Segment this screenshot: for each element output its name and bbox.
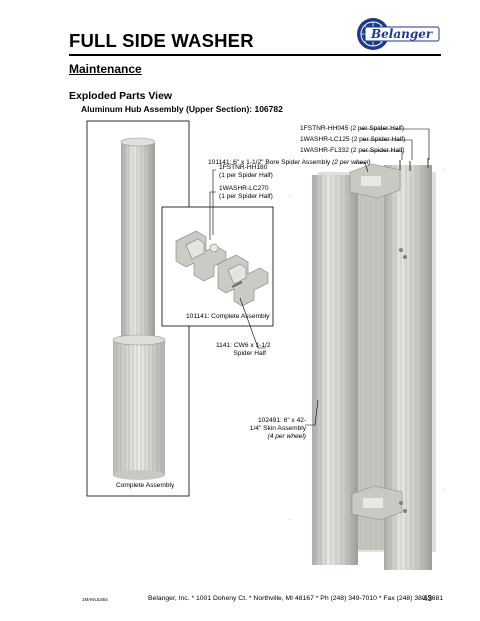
belanger-logo: Belanger <box>351 16 443 52</box>
callout-fstnr-hh045: 1FSTNR-HH045 (2 per Spider Half) <box>300 125 405 132</box>
svg-text:—: — <box>442 487 445 491</box>
page-title: FULL SIDE WASHER <box>69 30 254 51</box>
callout-fstnr-hh180: 1FSTNR-HH180 <box>219 164 268 171</box>
callout-washr-lc125: 1WASHR-LC125 (2 per Spider Half) <box>300 136 406 143</box>
callout-complete-assembly: Complete Assembly <box>116 482 175 489</box>
assembly-heading: Aluminum Hub Assembly (Upper Section): 1… <box>81 104 283 114</box>
logo-emblem-icon <box>357 18 440 50</box>
callout-cw6-line1: 1141: CW6 x 1-1/2 <box>216 342 271 349</box>
footer-doc-code: 1MANUL854 <box>82 597 108 602</box>
callout-washr-lc270: 1WASHR-LC270 <box>219 185 269 192</box>
footer-company: Belanger, Inc. * 1001 Doheny Ct. * North… <box>148 595 444 602</box>
svg-text:—: — <box>288 194 291 198</box>
svg-text:—: — <box>442 167 445 171</box>
subheading: Exploded Parts View <box>69 90 173 102</box>
callout-skin-line1: 102491: 6" x 42- <box>258 417 307 424</box>
spider-halves-illustration <box>175 230 269 307</box>
callout-skin-line2: 1/4" Skin Assembly <box>249 425 306 432</box>
callout-skin-qty: (4 per wheel) <box>267 433 306 440</box>
callout-washr-lc270-qty: (1 per Spider Half) <box>219 193 273 200</box>
complete-hub-illustration <box>112 137 166 480</box>
logo-wordmark: Belanger <box>371 27 433 41</box>
callout-bore-spider: 101141: 6" x 1-1/2" Bore Spider Assembly… <box>208 159 371 167</box>
section-title: Maintenance <box>69 62 142 76</box>
exploded-hub-illustration <box>312 158 436 570</box>
svg-text:—: — <box>288 517 291 521</box>
page-number: 43 <box>423 594 432 603</box>
callout-spider-complete: 101141: Complete Assembly <box>186 313 270 320</box>
callout-washr-fl332: 1WASHR-FL332 (2 per Spider Half) <box>300 147 405 154</box>
callout-fstnr-hh180-qty: (1 per Spider Half) <box>219 172 273 179</box>
spider-assembly-frame <box>161 206 274 327</box>
header-rule <box>69 54 441 56</box>
callout-cw6-line2: Spider Half <box>233 350 266 357</box>
callout-bore-spider-qty: (2 per wheel) <box>332 159 371 166</box>
callout-bore-spider-label: 101141: 6" x 1-1/2" Bore Spider Assembly <box>208 159 331 166</box>
